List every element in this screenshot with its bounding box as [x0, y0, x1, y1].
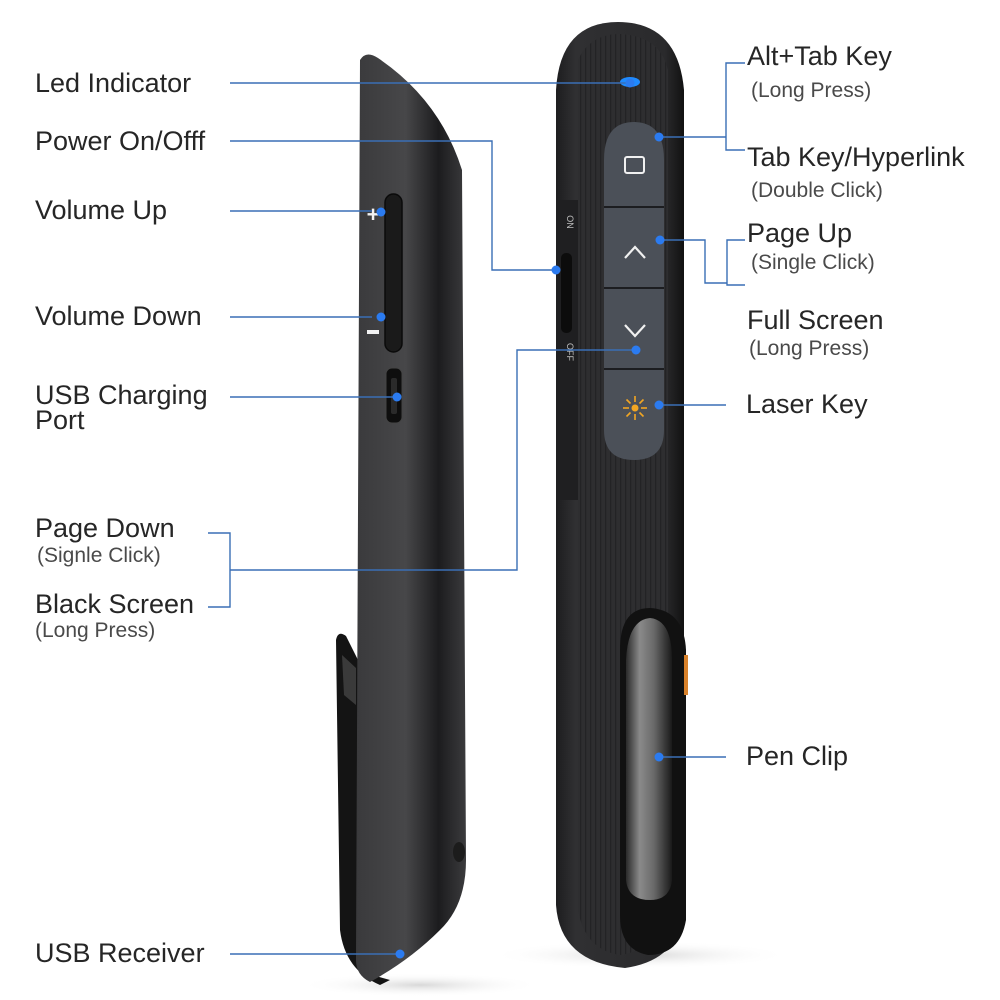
- label-laser-key: Laser Key: [746, 389, 868, 419]
- sun-icon: [623, 396, 647, 420]
- volume-minus-mark: [367, 330, 379, 334]
- note-black-screen: (Long Press): [35, 619, 156, 642]
- volume-plus-mark: +: [367, 202, 380, 227]
- label-usb-charging-port: USB Charging Port: [35, 380, 208, 435]
- label-volume-up: Volume Up: [35, 195, 168, 225]
- note-page-down: (Signle Click): [37, 544, 161, 567]
- note-tab-key-hyperlink: (Double Click): [751, 179, 883, 202]
- label-full-screen: Full Screen: [747, 305, 884, 335]
- label-power-on-off: Power On/Offf: [35, 126, 206, 156]
- label-page-up: Page Up: [747, 218, 853, 248]
- page-down-bracket: [208, 532, 231, 608]
- label-black-screen: Black Screen: [35, 589, 195, 619]
- note-page-up: (Single Click): [751, 251, 875, 274]
- alt-tab-bracket: [725, 62, 745, 151]
- note-full-screen: (Long Press): [749, 337, 870, 360]
- chevron-down-icon: [624, 324, 646, 338]
- label-tab-key-hyperlink: Tab Key/Hyperlink: [747, 142, 965, 172]
- page-down-line: [230, 349, 636, 571]
- switch-off-label: OFF: [565, 343, 575, 361]
- label-alt-tab-key: Alt+Tab Key: [747, 41, 892, 71]
- switch-on-label: ON: [565, 215, 575, 229]
- power-line: [230, 140, 556, 271]
- label-volume-down: Volume Down: [35, 301, 202, 331]
- right-device-front-view: ON OFF: [556, 22, 688, 968]
- note-alt-tab-key: (Long Press): [751, 79, 872, 102]
- label-led-indicator: Led Indicator: [35, 68, 192, 98]
- page-up-bracket: [726, 239, 745, 286]
- chevron-up-icon: [624, 245, 646, 259]
- label-pen-clip: Pen Clip: [746, 741, 849, 771]
- square-icon: [624, 156, 645, 174]
- label-page-down: Page Down: [35, 513, 175, 543]
- page-up-line: [660, 239, 727, 284]
- label-usb-receiver: USB Receiver: [35, 938, 205, 968]
